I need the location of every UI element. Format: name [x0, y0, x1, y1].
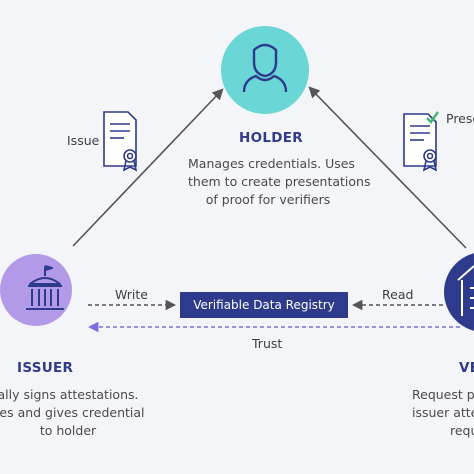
holder-title: HOLDER: [239, 130, 304, 146]
issuer-node: [0, 254, 72, 326]
issuer-description-line: ally signs attestations.: [0, 387, 139, 402]
issue-arrow: [72, 88, 224, 247]
verifier-title: VE: [459, 360, 474, 376]
issuer-description: ally signs attestations. ges and gives c…: [0, 386, 150, 440]
read-label: Read: [382, 287, 414, 302]
issuer-description-line: ges and gives credential: [0, 405, 145, 420]
verifier-node: [444, 253, 474, 331]
issue-label: Issue: [67, 133, 100, 148]
building-icon: [457, 265, 474, 316]
holder-description-line: them to create presentations: [188, 174, 371, 189]
holder-node: [221, 26, 309, 114]
verifier-description-line: issuer atte: [412, 405, 474, 420]
person-icon: [242, 43, 288, 93]
verifier-description: Request pr issuer atte requ: [412, 386, 474, 440]
verifier-description-line: Request pr: [412, 387, 474, 402]
verifiable-data-registry-box: Verifiable Data Registry: [180, 292, 348, 318]
holder-description-line: of proof for verifiers: [205, 192, 331, 207]
government-building-icon: [26, 265, 64, 310]
verifier-description-line: requ: [450, 423, 474, 438]
trust-label: Trust: [252, 336, 283, 351]
holder-description-line: Manages credentials. Uses: [188, 156, 355, 171]
verified-certificate-document-icon: [403, 111, 439, 172]
present-label: Prese: [446, 111, 474, 126]
issuer-title: ISSUER: [17, 360, 74, 376]
write-label: Write: [115, 287, 149, 302]
certificate-document-icon: [103, 111, 138, 172]
present-arrow: [308, 86, 467, 249]
issuer-description-line: to holder: [39, 423, 97, 438]
holder-description: Manages credentials. Uses them to create…: [188, 155, 371, 209]
